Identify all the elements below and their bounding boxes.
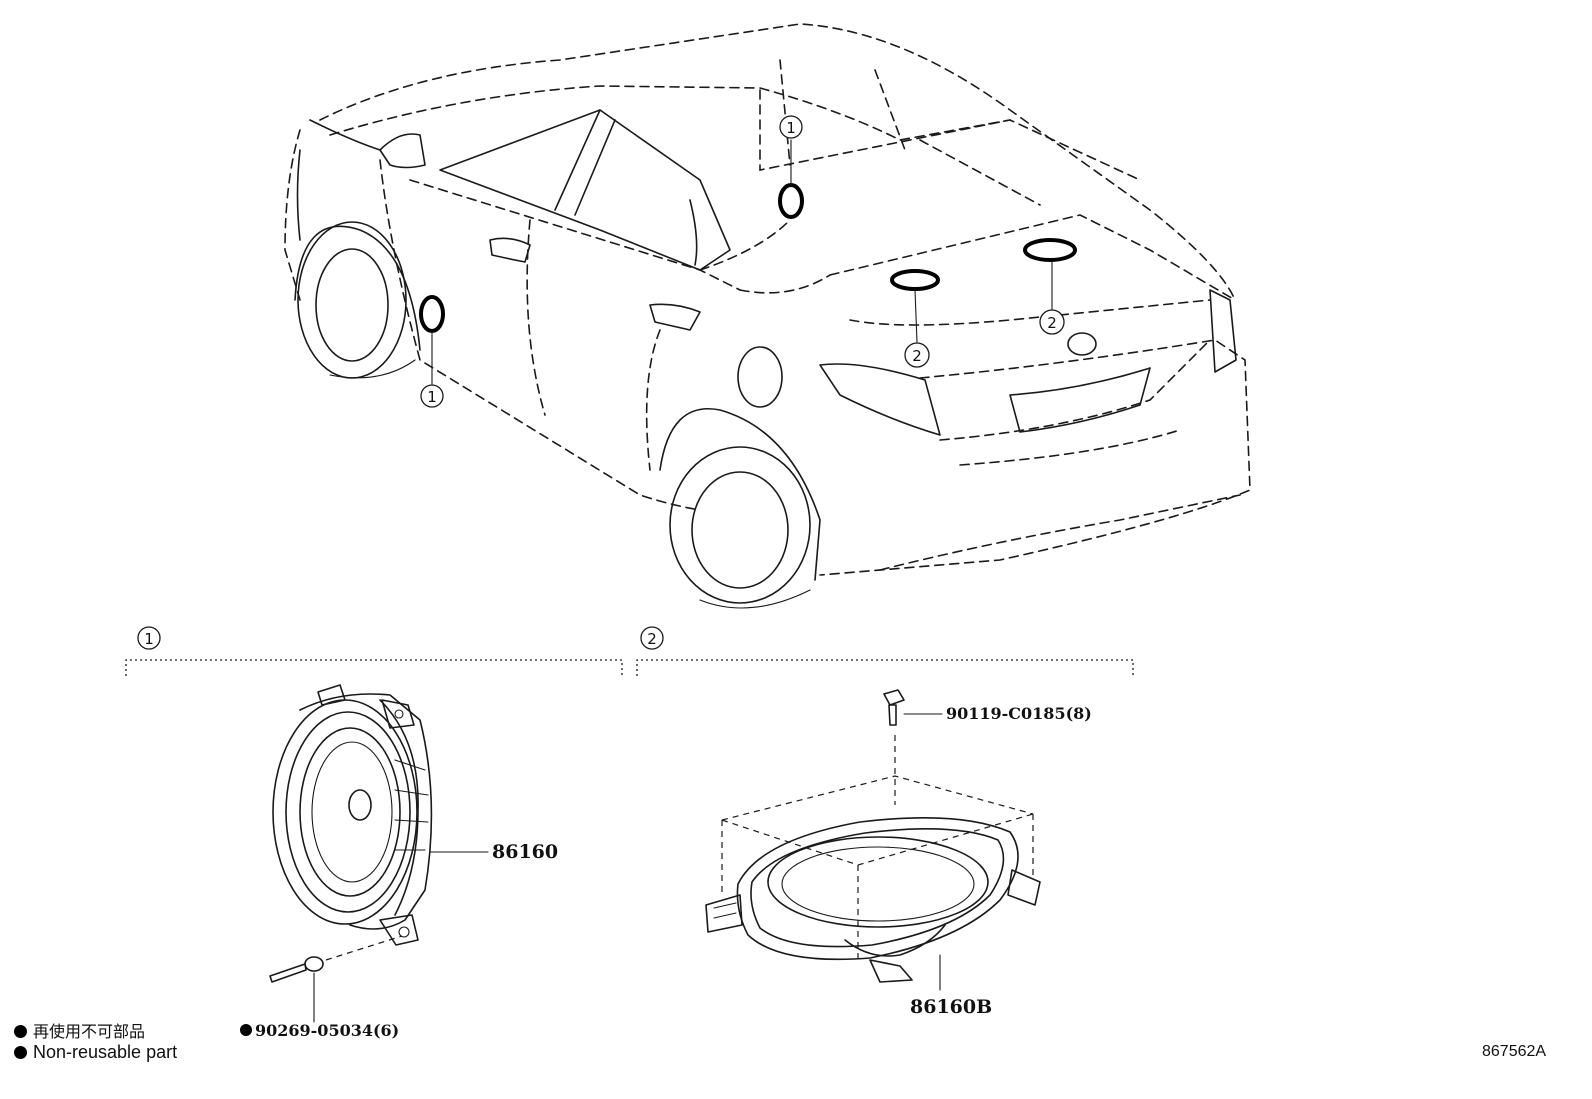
- callout-rear-door: 1: [779, 115, 803, 139]
- right-shelf-speaker-mark: [1023, 238, 1077, 262]
- callout-right-shelf: 2: [1039, 309, 1065, 335]
- rear-door-speaker-mark: [778, 183, 804, 219]
- group-2-bracket: 2: [636, 626, 1134, 676]
- svg-text:2: 2: [1047, 314, 1057, 332]
- left-shelf-speaker-mark: [890, 269, 940, 291]
- bullet-icon: [14, 1025, 27, 1038]
- part-number-86160B: 86160B: [910, 996, 992, 1018]
- non-reusable-bullet: [240, 1024, 252, 1036]
- part-number-86160: 86160: [492, 841, 558, 863]
- part-number-90269-05034: 90269-05034(6): [255, 1021, 399, 1040]
- car-illustration: [284, 23, 1251, 609]
- rivet-90269-05034: [269, 935, 403, 1023]
- front-door-speaker-mark: [419, 295, 445, 333]
- legend-english: Non-reusable part: [14, 1042, 177, 1063]
- bullet-icon: [14, 1046, 27, 1059]
- callout-left-shelf: 2: [904, 342, 930, 368]
- svg-text:1: 1: [786, 119, 796, 137]
- callout-front-door: 1: [420, 384, 444, 408]
- legend-japanese-text: 再使用不可部品: [33, 1024, 146, 1041]
- group-1-bracket: 1: [125, 626, 623, 676]
- screw-90119-C0185: [883, 689, 943, 805]
- svg-text:2: 2: [912, 347, 922, 365]
- illustration-id: 867562A: [1482, 1043, 1547, 1060]
- svg-text:1: 1: [144, 630, 154, 648]
- part-number-90119-C0185: 90119-C0185(8): [946, 704, 1092, 723]
- svg-text:1: 1: [427, 388, 437, 406]
- shelf-speaker-86160B: [705, 775, 1041, 991]
- legend-english-text: Non-reusable part: [33, 1042, 178, 1062]
- svg-text:2: 2: [647, 630, 657, 648]
- legend-japanese: 再使用不可部品: [14, 1018, 145, 1042]
- location-marks: [419, 139, 1077, 385]
- door-speaker-86160: [272, 684, 489, 946]
